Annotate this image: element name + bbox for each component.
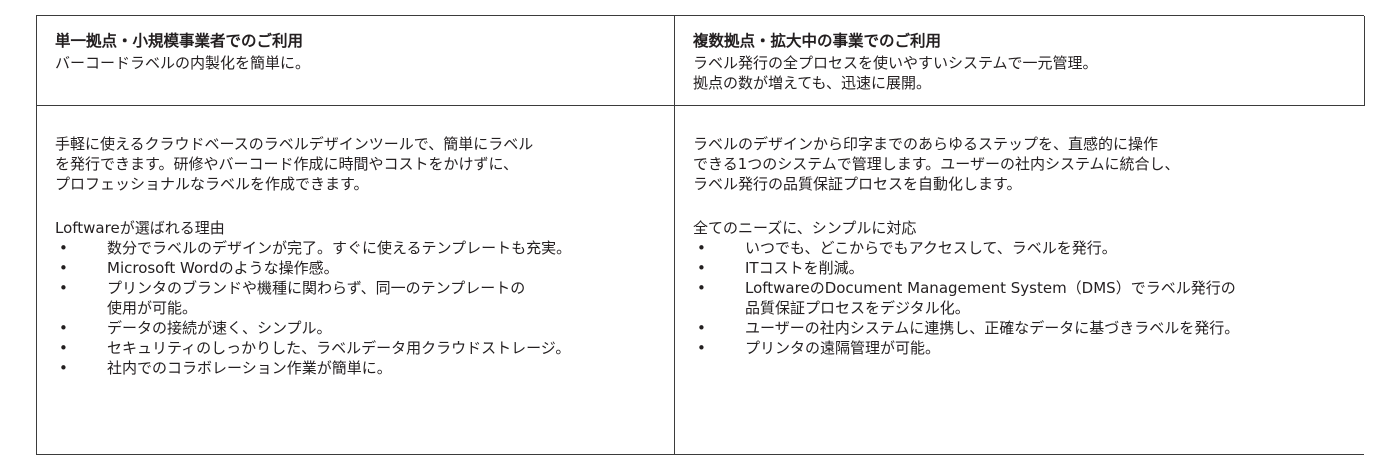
comparison-table: 単一拠点・小規模事業者でのご利用 バーコードラベルの内製化を簡単に。 手軽に使え… — [36, 15, 1365, 455]
column-description: ラベルのデザインから印字までのあらゆるステップを、直感的に操作 できる1つのシス… — [693, 135, 1180, 193]
column-title: 複数拠点・拡大中の事業でのご利用 — [693, 32, 942, 50]
bullet-icon: • — [59, 339, 68, 357]
bullet-icon: • — [697, 239, 706, 257]
list-item: •社内でのコラボレーション作業が簡単に。 — [59, 359, 392, 377]
list-item: •セキュリティのしっかりした、ラベルデータ用クラウドストレージ。 — [59, 339, 571, 357]
bullet-icon: • — [59, 319, 68, 337]
column-description: 手軽に使えるクラウドベースのラベルデザインツールで、簡単にラベル を発行できます… — [55, 135, 534, 193]
bullet-icon: • — [59, 259, 68, 277]
feature-list: •数分でラベルのデザインが完了。すぐに使えるテンプレートも充実。 •Micros… — [55, 238, 674, 378]
bullet-icon: • — [697, 319, 706, 337]
list-item: •ITコストを削減。 — [697, 259, 864, 277]
list-item: •数分でラベルのデザインが完了。すぐに使えるテンプレートも充実。 — [59, 239, 572, 257]
bullet-icon: • — [697, 259, 706, 277]
column-multi-site: 複数拠点・拡大中の事業でのご利用 ラベル発行の全プロセスを使いやすいシステムで一… — [675, 16, 1365, 454]
column-single-site: 単一拠点・小規模事業者でのご利用 バーコードラベルの内製化を簡単に。 手軽に使え… — [37, 16, 675, 454]
column-body: 手軽に使えるクラウドベースのラベルデザインツールで、簡単にラベル を発行できます… — [37, 107, 674, 454]
column-subtitle: バーコードラベルの内製化を簡単に。 — [55, 54, 311, 72]
list-title: Loftwareが選ばれる理由 — [55, 219, 225, 237]
list-item: •プリンタの遠隔管理が可能。 — [697, 339, 941, 357]
list-item: •ユーザーの社内システムに連携し、正確なデータに基づきラベルを発行。 — [697, 319, 1240, 337]
column-title: 単一拠点・小規模事業者でのご利用 — [55, 32, 304, 50]
list-item: •Microsoft Wordのような操作感。 — [59, 259, 339, 277]
column-header: 複数拠点・拡大中の事業でのご利用 ラベル発行の全プロセスを使いやすいシステムで一… — [675, 16, 1365, 106]
column-header: 単一拠点・小規模事業者でのご利用 バーコードラベルの内製化を簡単に。 — [37, 16, 674, 106]
bullet-icon: • — [697, 339, 706, 357]
column-subtitle: ラベル発行の全プロセスを使いやすいシステムで一元管理。 拠点の数が増えても、迅速… — [693, 54, 1098, 92]
bullet-icon: • — [59, 239, 68, 257]
bullet-icon: • — [59, 279, 68, 297]
feature-list: •いつでも、どこからでもアクセスして、ラベルを発行。 •ITコストを削減。 •L… — [693, 238, 1365, 358]
column-body: ラベルのデザインから印字までのあらゆるステップを、直感的に操作 できる1つのシス… — [675, 107, 1365, 454]
bullet-icon: • — [59, 359, 68, 377]
list-item: •いつでも、どこからでもアクセスして、ラベルを発行。 — [697, 239, 1117, 257]
list-title: 全てのニーズに、シンプルに対応 — [693, 219, 917, 237]
list-item: •プリンタのブランドや機種に関わらず、同一のテンプレートの 使用が可能。 — [59, 279, 526, 317]
bullet-icon: • — [697, 279, 706, 297]
list-item: •データの接続が速く、シンプル。 — [59, 319, 332, 337]
list-item: •LoftwareのDocument Management System（DMS… — [697, 279, 1236, 317]
